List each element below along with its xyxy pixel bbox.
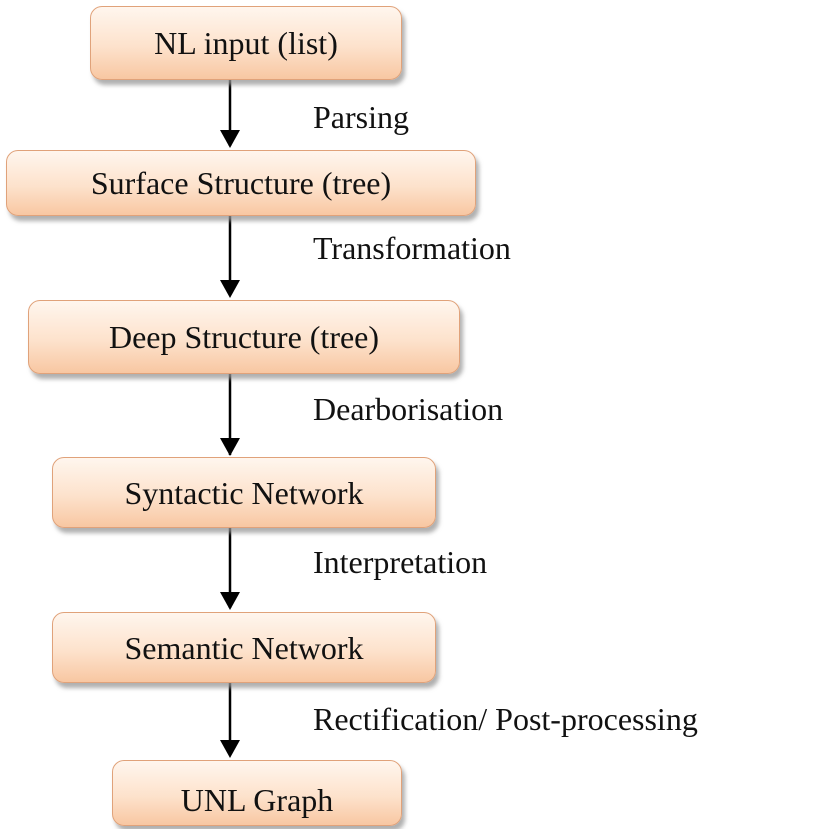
node-semantic-network: Semantic Network <box>52 612 436 683</box>
arrowhead-interpretation <box>220 592 240 610</box>
arrowhead-rectification <box>220 740 240 758</box>
node-syntactic-network-label: Syntactic Network <box>124 474 364 511</box>
arrowhead-dearborisation <box>220 438 240 456</box>
edge-label-parsing: Parsing <box>313 99 409 135</box>
arrowhead-parsing <box>220 130 240 148</box>
node-nl-input: NL input (list) <box>90 6 402 80</box>
node-surface-structure-label: Surface Structure (tree) <box>90 165 392 201</box>
edge-label-rectification: Rectification/ Post-processing <box>313 701 698 737</box>
node-nl-input-label: NL input (list) <box>154 25 338 61</box>
node-deep-structure: Deep Structure (tree) <box>28 300 460 374</box>
edge-label-interpretation: Interpretation <box>313 544 488 580</box>
node-syntactic-network: Syntactic Network <box>52 457 436 528</box>
node-unl-graph-label: UNL Graph <box>180 782 334 818</box>
node-semantic-network-label: Semantic Network <box>124 629 364 666</box>
edge-label-dearborisation: Dearborisation <box>313 391 504 427</box>
node-surface-structure: Surface Structure (tree) <box>6 150 476 216</box>
node-deep-structure-label: Deep Structure (tree) <box>108 319 380 355</box>
node-unl-graph: UNL Graph <box>112 760 402 826</box>
arrowhead-transformation <box>220 280 240 298</box>
edge-label-transformation: Transformation <box>313 230 511 266</box>
